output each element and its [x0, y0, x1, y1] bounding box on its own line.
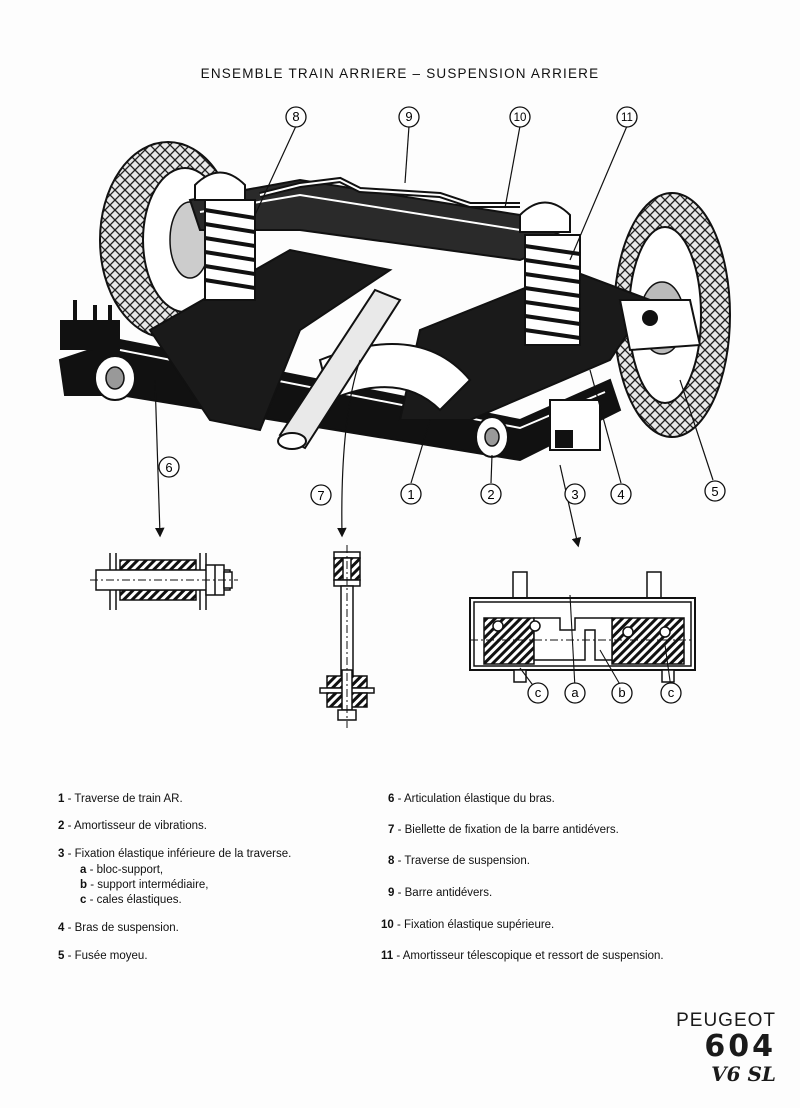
legend-item-1: 1 - Traverse de train AR.: [58, 793, 183, 805]
legend-item-11: 11 - Amortisseur télescopique et ressort…: [381, 950, 664, 962]
callout-8: 8: [292, 109, 299, 124]
right-spring: [519, 201, 581, 346]
detail-antiroll-link: [319, 545, 375, 728]
legend-item-9: 9 - Barre antidévers.: [388, 887, 493, 899]
callout-b: b: [618, 685, 625, 700]
legend-sub-a: a - bloc-support,: [80, 864, 164, 876]
legend-right: 6 - Articulation élastique du bras. 7 - …: [381, 793, 768, 974]
main-assembly: 8 9 10 11 6 7 1 2 3 4 5: [58, 106, 731, 548]
legend-item-3: 3 - Fixation élastique inférieure de la …: [58, 848, 292, 860]
rear-axle-illustration: 8 9 10 11 6 7 1 2 3 4 5: [58, 106, 731, 728]
legend-item-2: 2 - Amortisseur de vibrations.: [58, 820, 207, 832]
legend-left: 1 - Traverse de train AR. 2 - Amortisseu…: [58, 793, 388, 974]
legend-item-6: 6 - Articulation élastique du bras.: [388, 793, 555, 805]
brand-logo: PEUGEOT 604 V6 SL: [646, 1010, 776, 1086]
left-spring: [194, 171, 256, 301]
callout-7: 7: [317, 488, 324, 503]
legend-item-10: 10 - Fixation élastique supérieure.: [381, 919, 555, 931]
callout-9: 9: [405, 109, 412, 124]
brand-model: 604: [704, 1029, 776, 1064]
detail-bushing-section: [90, 553, 238, 610]
detail-lower-mount-section: [469, 571, 696, 693]
callout-a: a: [571, 685, 579, 700]
callout-c-left: c: [535, 685, 542, 700]
callout-6: 6: [165, 460, 172, 475]
lower-mount: [549, 399, 601, 451]
legend-item-4: 4 - Bras de suspension.: [58, 922, 179, 934]
callout-1: 1: [407, 487, 414, 502]
callout-11: 11: [621, 112, 633, 124]
callout-10: 10: [514, 112, 527, 124]
brand-trim: V6 SL: [711, 1062, 776, 1086]
legend-item-7: 7 - Biellette de fixation de la barre an…: [388, 824, 619, 836]
vibration-damper: [475, 416, 509, 458]
callout-2: 2: [487, 487, 494, 502]
left-bushing: [60, 300, 136, 401]
callout-3: 3: [571, 487, 578, 502]
legend-item-5: 5 - Fusée moyeu.: [58, 950, 148, 962]
callout-5: 5: [711, 484, 718, 499]
callout-c-right: c: [668, 685, 675, 700]
page-title: ENSEMBLE TRAIN ARRIERE – SUSPENSION ARRI…: [200, 66, 600, 81]
brand-name: PEUGEOT: [676, 1010, 776, 1031]
legend-item-8: 8 - Traverse de suspension.: [388, 855, 530, 867]
legend-sub-b: b - support intermédiaire,: [80, 879, 209, 891]
left-suspension-arm: [148, 248, 393, 432]
callout-4: 4: [617, 487, 624, 502]
hub-carrier: [618, 299, 702, 352]
legend-sub-c: c - cales élastiques.: [80, 894, 182, 906]
